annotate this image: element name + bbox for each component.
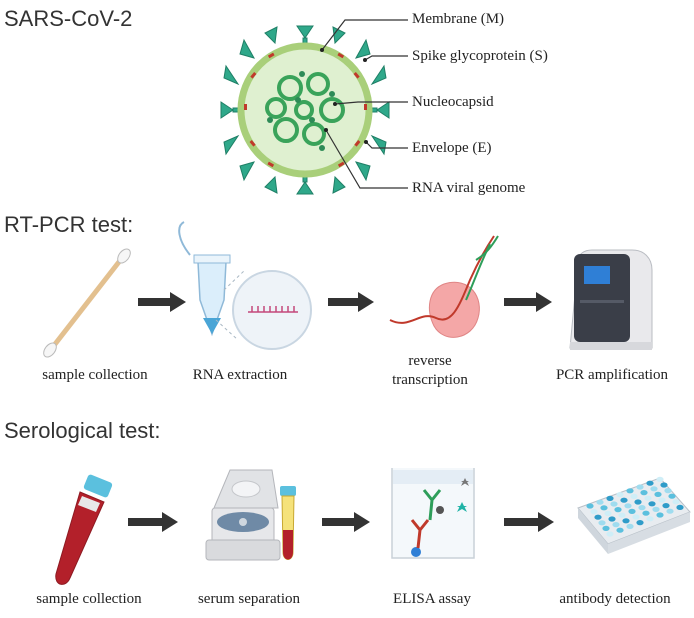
rtpcr-row	[43, 221, 653, 358]
pcr-machine-icon	[569, 249, 653, 350]
arrow-icon	[162, 512, 178, 532]
rtpcr-step-4-label: PCR amplification	[555, 367, 669, 383]
plate-well	[648, 501, 656, 507]
elisa-well-icon	[391, 468, 475, 559]
plate-well	[622, 518, 630, 524]
plate-well	[608, 516, 616, 522]
plate-well	[666, 508, 674, 514]
arrow-icon	[538, 512, 554, 532]
plate-well	[598, 520, 606, 526]
serology-step-2-label: serum separation	[197, 591, 301, 607]
rtpcr-step-1-label: sample collection	[42, 367, 148, 383]
tube-icon	[178, 221, 231, 337]
plate-well	[610, 501, 618, 507]
plate-well	[638, 505, 646, 511]
nucleocapsid	[265, 72, 345, 146]
plate-well	[628, 508, 636, 514]
plate-well	[676, 504, 684, 510]
plate-well	[660, 482, 668, 488]
plate-well	[594, 514, 602, 520]
plate-well	[618, 512, 626, 518]
plate-well	[612, 522, 620, 528]
plate-well	[640, 490, 648, 496]
plate-well	[652, 506, 660, 512]
serology-step-3-label: ELISA assay	[393, 591, 471, 607]
envelope-proteins	[244, 52, 367, 168]
leader-lines	[321, 19, 408, 189]
rtpcr-title: RT-PCR test:	[4, 212, 134, 237]
plate-well	[616, 492, 624, 498]
plate-well	[586, 503, 594, 509]
plate-well	[644, 495, 652, 501]
plate-well	[636, 520, 644, 526]
plate-well	[602, 525, 610, 532]
plate-well	[626, 523, 634, 530]
swab-icon	[43, 248, 131, 358]
arrow-icon	[354, 512, 370, 532]
plate-well	[590, 509, 598, 515]
plate-well	[614, 507, 622, 513]
label-nucleocapsid: Nucleocapsid	[412, 94, 494, 110]
plate-well	[604, 510, 612, 516]
arrow-icon	[358, 292, 374, 312]
plate-well	[646, 480, 654, 486]
plate-well	[646, 516, 654, 522]
serology-title: Serological test:	[4, 418, 161, 443]
rtpcr-step-2-label: RNA extraction	[192, 367, 288, 383]
plate-well	[606, 531, 614, 537]
serology-row	[55, 468, 691, 585]
label-spike: Spike glycoprotein (S)	[412, 48, 548, 64]
virus-title: SARS-CoV-2	[4, 6, 133, 31]
magnifier-icon	[232, 270, 312, 350]
plate-well	[656, 476, 664, 482]
plate-well	[658, 497, 666, 503]
label-membrane: Membrane (M)	[412, 11, 505, 27]
microplate-icon	[577, 476, 691, 554]
label-rna-genome: RNA viral genome	[412, 180, 526, 196]
plate-well	[632, 514, 640, 520]
plate-well	[668, 493, 676, 499]
label-envelope: Envelope (E)	[412, 140, 492, 156]
microplate-wells	[586, 476, 684, 537]
serology-step-4-label: antibody detection	[559, 591, 671, 607]
plate-well	[630, 493, 638, 499]
plate-well	[656, 512, 664, 518]
plate-well	[664, 488, 672, 494]
plate-well	[606, 495, 614, 501]
reverse-transcriptase-icon	[389, 235, 499, 338]
plate-well	[616, 527, 624, 533]
plate-well	[672, 499, 680, 505]
plate-well	[650, 486, 658, 492]
arrow-icon	[536, 292, 552, 312]
plate-well	[620, 497, 628, 503]
blood-tube-icon	[55, 474, 113, 585]
centrifuge-icon	[205, 469, 296, 561]
virus-membrane	[237, 42, 373, 178]
plate-well	[662, 503, 670, 509]
virus-illustration	[220, 19, 408, 195]
rtpcr-step-3-label: reverse transcription	[392, 353, 468, 388]
plate-well	[642, 510, 650, 516]
plate-well	[624, 503, 632, 509]
plate-well	[600, 505, 608, 511]
plate-well	[626, 488, 634, 494]
plate-well	[596, 499, 604, 505]
plate-well	[634, 499, 642, 505]
plate-well	[654, 491, 662, 497]
plate-well	[636, 484, 644, 490]
rna-genome	[267, 71, 335, 151]
serology-step-1-label: sample collection	[36, 591, 142, 607]
